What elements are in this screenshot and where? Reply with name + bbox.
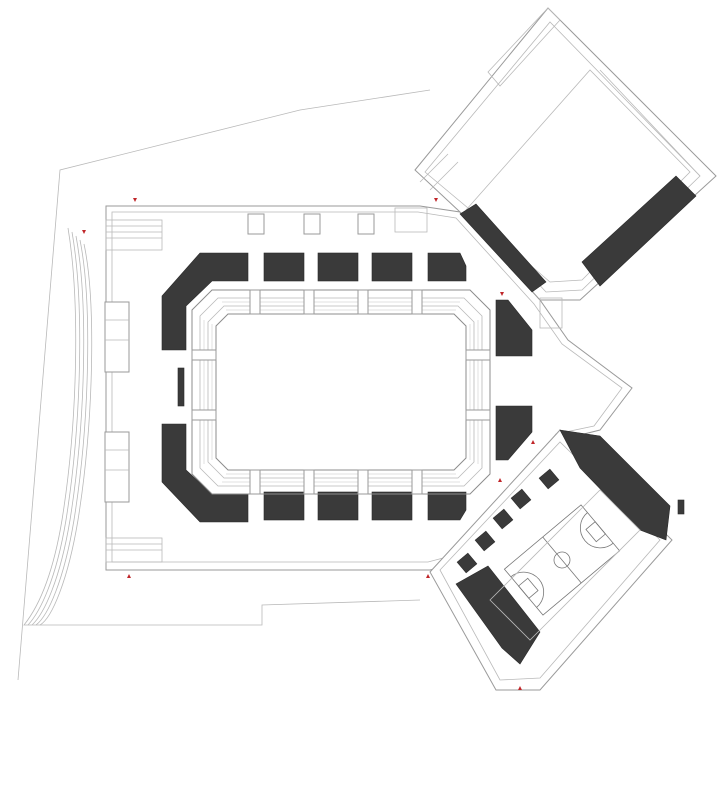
ne-dark-strip-2	[581, 175, 697, 287]
entrance-marker-8	[518, 686, 522, 690]
block-top-1	[263, 252, 305, 282]
entrance-marker-3	[434, 198, 438, 202]
ne-dark-strip-1	[459, 203, 547, 293]
entrance-marker-1	[133, 198, 137, 202]
entrance-markers	[82, 198, 535, 690]
block-bottom-2	[317, 491, 359, 521]
block-right-top	[495, 299, 533, 357]
south-east-wing	[429, 429, 673, 691]
entrance-marker-6	[127, 574, 131, 578]
arena-stands	[191, 289, 491, 495]
core-left-bottom	[104, 431, 130, 503]
entrance-marker-2	[82, 230, 86, 234]
entrance-marker-5	[498, 478, 502, 482]
block-top-2	[317, 252, 359, 282]
se-dark-strip-1	[559, 429, 671, 541]
basketball-court	[503, 504, 621, 616]
se-marker-post	[677, 499, 685, 515]
block-top-4	[427, 252, 467, 282]
block-bottom-1	[263, 491, 305, 521]
se-dark-strip-2	[455, 565, 541, 665]
core-left-top	[104, 301, 130, 373]
block-top-3	[371, 252, 413, 282]
arena-dark-blocks	[161, 252, 533, 523]
entrance-marker-7	[426, 574, 430, 578]
site-boundary	[17, 89, 431, 681]
block-top-left	[161, 252, 249, 351]
block-bottom-4	[427, 491, 467, 521]
entrance-marker-9	[531, 440, 535, 444]
block-right-bottom	[495, 405, 533, 461]
entrance-marker-4	[500, 292, 504, 296]
north-east-wing	[414, 7, 717, 329]
block-bottom-3	[371, 491, 413, 521]
